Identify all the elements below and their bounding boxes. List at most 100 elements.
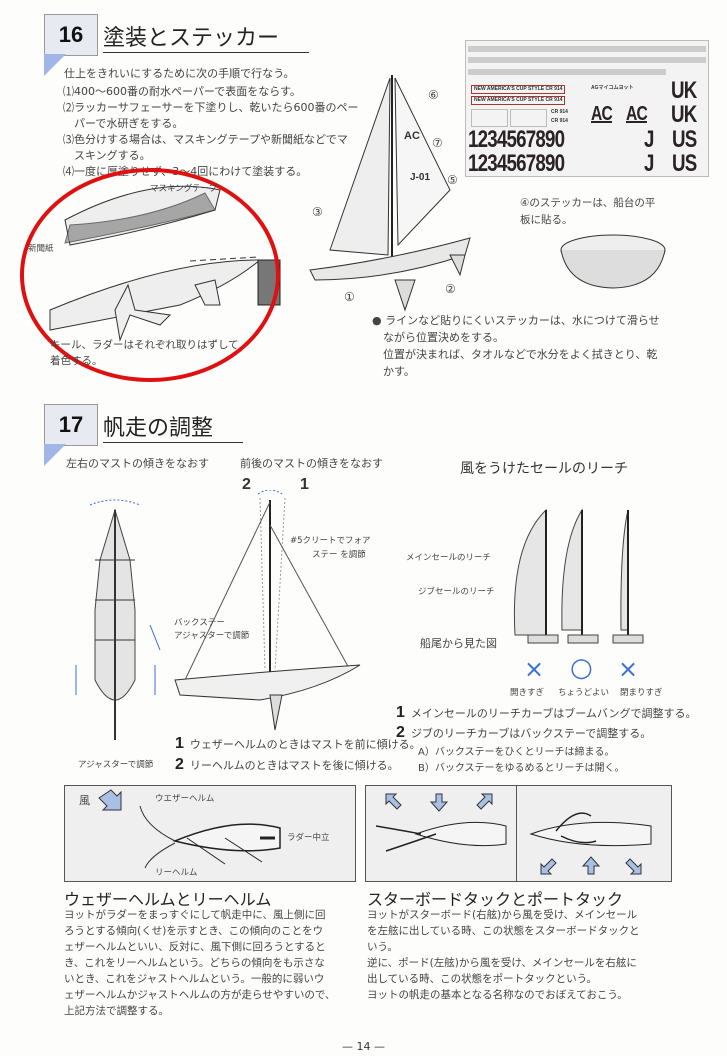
section-number-16: 16 [44, 14, 98, 56]
cleat-note: #5クリートでフォア [290, 536, 371, 546]
stern-view-label: 船尾から見た図 [420, 637, 497, 650]
wind-label: 風 [79, 794, 90, 807]
painting-step: パーで水研ぎをする。 [63, 117, 184, 130]
callout-2: ② [445, 282, 456, 296]
mast-position-2: 2 [242, 476, 251, 493]
helm-diagram-box: 風 ウエザーヘルム リーヘルム ラダー中立 [64, 785, 356, 882]
cr-sticker: CR 914 [551, 109, 568, 115]
callout-5: ⑤ [447, 173, 458, 187]
painting-step: ⑴400～600番の耐水ペーパーで表面をならす。 [63, 85, 301, 98]
fore-aft-mast-heading: 前後のマストの傾きをなおす [240, 457, 383, 470]
newspaper-label: 新聞紙 [28, 244, 54, 254]
just-right-label: ちょうどよい [558, 688, 610, 698]
helm-text: ェザーヘルムかジャストヘルムの方が走らせやすいので、 [64, 989, 336, 1001]
keel-note: キール、ラダーはそれぞれ取りはずして [50, 339, 239, 351]
stripe-sticker: NEW AMERICA'S CUP STYLE CR 914 [471, 85, 566, 94]
backstay-note: アジャスターで調節 [174, 631, 250, 641]
number-sticker-row: 1234567890 [468, 126, 565, 153]
side-mast-heading: 左右のマストの傾きをなおす [66, 457, 209, 470]
tack-diagram [375, 793, 652, 875]
section-title-sailing-adjustment: 帆走の調整 [103, 410, 244, 443]
uk-sticker: UK [671, 77, 697, 104]
too-closed-mark: × [618, 655, 639, 683]
sticker-note: ④のステッカーは、船台の平 [520, 197, 656, 209]
adjuster-label: アジャスターで調節 [78, 760, 154, 770]
painting-intro: 仕上をきれいにするために次の手順で行なう。 [64, 67, 295, 80]
helm-text: ヨットがラダーをまっすぐにして帆走中に、風上側に回 [64, 909, 326, 921]
helm-text: ろうとする傾向(くせ)を示すとき、この傾向のことをウ [64, 925, 324, 937]
leech-heading: 風をうけたセールのリーチ [460, 461, 628, 477]
us-sticker: US [672, 150, 697, 177]
helm-text: き、これをリーヘルムという。どちらの傾向をも示さな [64, 957, 325, 969]
cr-sticker: CR 914 [551, 118, 568, 124]
main-leech-label: メインセールのリーチ [406, 553, 492, 563]
weather-helm-label: ウエザーヘルム [155, 794, 215, 804]
sticker-note: 板に貼る。 [520, 214, 573, 226]
section-number-17: 17 [44, 404, 98, 446]
j-sticker: J [644, 150, 654, 177]
tack-text: 逆に、ポード(左舷)から風を受け、メインセールを右舷に [367, 957, 637, 969]
callout-1: ① [344, 290, 355, 304]
hull-painting-illustration [20, 168, 281, 382]
section-corner-decoration [44, 444, 66, 466]
just-right-mark: ○ [570, 653, 593, 683]
painting-step: ⑷一度に厚塗りせず、3～4回にわけて塗装する。 [63, 165, 308, 178]
us-sticker: US [672, 126, 697, 153]
helm-text: 上記方法で調整する。 [64, 1005, 169, 1017]
ac-sticker: AC [626, 103, 648, 125]
rudder-neutral-label: ラダー中立 [287, 833, 330, 843]
brand-logo: AGマイコムヨット [591, 85, 634, 91]
sticker-bullet-note: 位置が決まれば、タオルなどで水分をよく拭きとり、乾 [372, 348, 658, 361]
leech-sub-b: B）バックステーをゆるめるとリーチは開く。 [418, 763, 625, 774]
callout-7: ⑦ [432, 136, 443, 150]
section-title-painting: 塗装とステッカー [103, 20, 310, 53]
mast-adjustment-illustration [75, 490, 361, 740]
sticker-bullet-note: ● ラインなど貼りにくいステッカーは、水につけて滑らせ [372, 314, 660, 327]
water-bowl-illustration [560, 234, 666, 289]
number-sticker-row: 1234567890 [468, 150, 565, 177]
helm-diagram [98, 789, 281, 869]
backstay-note: バックステー [174, 618, 225, 628]
sticker-bullet-note: かす。 [372, 365, 415, 378]
too-open-label: 開きすぎ [510, 688, 545, 698]
section-corner-decoration [44, 54, 66, 76]
page-number: — 14 — [342, 1040, 385, 1053]
masking-tape-label: マスキングテープ [150, 184, 218, 194]
too-open-mark: × [524, 655, 545, 683]
helm-text: いとき、これをジャストヘルムという。一般的に弱いウ [64, 973, 325, 985]
keel-note: 着色する。 [50, 355, 103, 367]
cleat-note: ステー を調節 [312, 550, 366, 560]
tack-diagram-box [365, 785, 672, 882]
painting-step: ⑶色分けする場合は、マスキングテープや新聞紙などでマ [63, 133, 348, 146]
leech-illustration [513, 508, 644, 644]
mast-position-1: 1 [300, 476, 309, 493]
j-sticker: J [644, 126, 654, 153]
tack-text: ヨットの帆走の基本となる名称なのでおぼえておこう。 [367, 989, 628, 1001]
stripe-sticker: NEW AMERICA'S CUP STYLE CR 914 [471, 96, 566, 105]
uk-sticker: UK [671, 101, 697, 128]
tack-text: を左舷に出している時、この状態をスターボードタックと [367, 925, 640, 937]
sail-j01-sticker: J-01 [410, 172, 431, 183]
sail-ac-sticker: AC [404, 130, 420, 142]
too-closed-label: 閉まりすぎ [620, 688, 663, 698]
lee-helm-label: リーヘルム [155, 868, 198, 878]
sticker-bullet-note: ながら位置決めをする。 [372, 331, 504, 344]
painting-step: ⑵ラッカーサフェーサーを下塗りし、乾いたら600番のペー [63, 101, 359, 114]
leech-sub-a: A）バックステーをひくとリーチは締まる。 [418, 747, 615, 758]
tack-text: いう。 [367, 941, 398, 953]
painting-step: スキングする。 [63, 149, 151, 162]
sticker-sheet: NEW AMERICA'S CUP STYLE CR 914 NEW AMERI… [465, 40, 709, 177]
sailboat-sticker-illustration [309, 75, 471, 312]
tack-heading: スターボードタックとポートタック [367, 890, 624, 909]
tack-text: 出している時、この状態をポートタックという。 [367, 973, 598, 985]
callout-3: ③ [312, 205, 323, 219]
ac-sticker: AC [591, 103, 613, 125]
tack-text: ヨットがスターボード(右舷)から風を受け、メインセール [367, 909, 638, 921]
helm-heading: ウェザーヘルムとリーヘルム [64, 890, 272, 909]
helm-text: ェザーヘルムといい、反対に、風下側に回ろうとすると [64, 941, 326, 953]
